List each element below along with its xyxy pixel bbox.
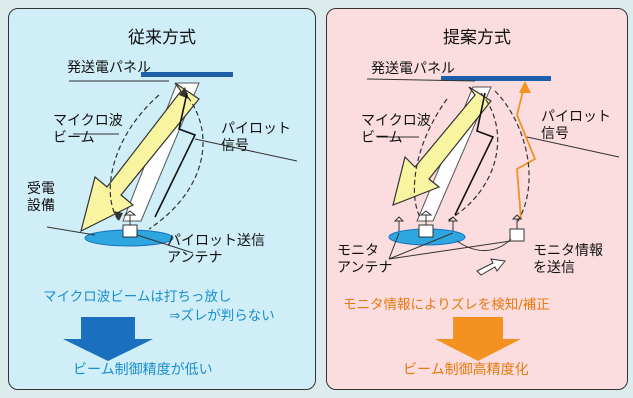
monitor-info-label-1: モニタ情報 [533,243,603,259]
conventional-method-title: 従来方式 [128,28,196,48]
monitor-antenna-label-1: モニタ [337,243,379,259]
left-result-arrow [63,317,153,361]
pilot-antenna-box [418,224,434,238]
transmitter-panel [441,76,551,81]
pilot-signal-zigzag [454,92,495,216]
pilot-signal-zigzag [154,92,197,218]
monitor-antenna-far [509,214,525,242]
right-result-arrow [435,317,521,361]
monitor-antenna-left [393,216,405,231]
conventional-note-line-1: マイクロ波ビームは打ちっ放し [43,289,232,305]
receiving-facility-label-1: 受電 [27,181,55,197]
pilot-antenna-label-2: アンテナ [167,250,223,266]
microwave-beam-label-1: マイクロ波 [53,113,123,129]
proposed-result: ビーム制御高精度化 [403,362,529,378]
proposed-method-title: 提案方式 [443,28,511,48]
microwave-beam-label-1: マイクロ波 [361,113,431,129]
conventional-method-panel: 従来方式 [8,8,316,390]
pilot-signal-label-2: 信号 [221,138,249,154]
pilot-antenna-label-1: パイロット送信 [167,233,265,249]
transmitter-panel-label: 発送電パネル [371,61,455,77]
transmitter-panel-label: 発送電パネル [67,60,151,76]
conventional-result: ビーム制御精度が低い [73,362,213,378]
conventional-method-drawing [46,72,298,361]
pilot-signal-label-1: パイロット [541,109,611,125]
dashed-return-arc-right [148,90,204,230]
orange-pilot-signal [516,82,537,220]
receiving-facility-label-2: 設備 [27,198,55,214]
conventional-note-line-2: ⇒ズレが判らない [169,308,275,324]
monitor-antenna-label-2: アンテナ [337,260,393,276]
proposed-method-panel: 提案方式 [326,8,628,390]
pilot-signal-label-1: パイロット [221,121,291,137]
microwave-beam-arrow [392,86,492,206]
microwave-beam-label-2: ビーム [53,130,95,146]
monitor-info-arrow [476,258,506,276]
monitor-antenna-right [447,216,459,231]
proposed-method-drawing [366,76,620,361]
transmitter-panel [141,72,233,77]
pilot-antenna-box [122,224,138,238]
proposed-note: モニタ情報によりズレを検知/補正 [343,297,550,313]
monitor-info-label-2: を送信 [533,260,575,276]
microwave-beam-label-2: ビーム [361,130,403,146]
pilot-signal-label-2: 信号 [541,126,569,142]
